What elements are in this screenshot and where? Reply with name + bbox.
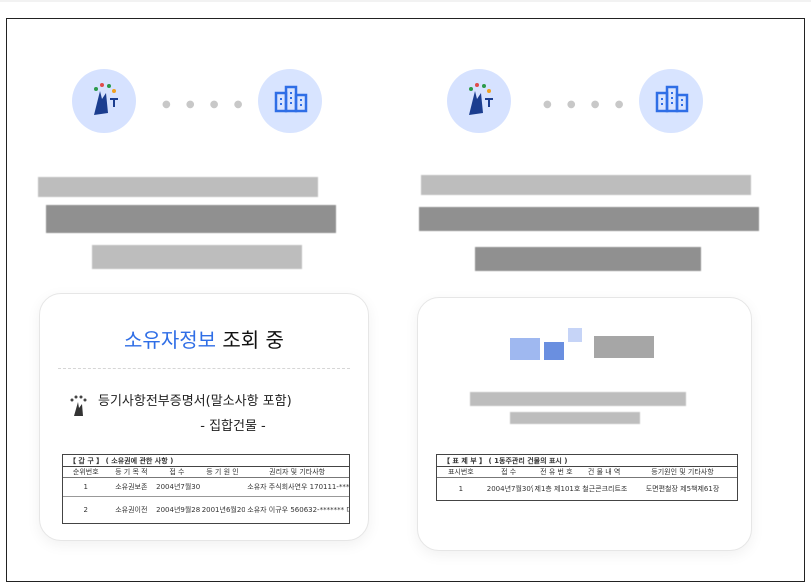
table-row: 1 2004년7월30일 제1층 제101호 철근콘크리트조 59.09㎡ 도면… [437, 478, 737, 500]
table-header: 【 갑 구 】 ( 소유권에 관한 사항 ) [63, 455, 349, 467]
blurred-title [568, 328, 582, 342]
court-emblem-icon [447, 69, 511, 133]
dashed-divider [58, 368, 350, 369]
main-frame: ● ● ● ● 소유자정보 조 [6, 18, 805, 582]
blurred-text [419, 207, 759, 231]
table-cell: 1 [83, 483, 89, 491]
table-cell: 2004년7월30일 제52664호 [156, 483, 200, 491]
table-columns: 표시번호 접 수 전 유 번 호 건 물 내 역 등기원인 및 기타사항 [437, 467, 737, 478]
blurred-text [470, 392, 686, 406]
document-heading: 등기사항전부증명서(말소사항 포함) - 집합건물 - [98, 390, 358, 434]
table-cell: 2004년7월30일 [486, 485, 533, 493]
table-cell: 소유권보존 [115, 483, 148, 491]
blurred-title [544, 342, 564, 360]
progress-dots: ● ● ● ● [162, 99, 249, 110]
table-row: 2 소유권이전 2004년9월28일 제62371호 2001년6월20일 매매… [63, 497, 349, 523]
top-divider [0, 0, 811, 2]
blurred-title [510, 338, 540, 360]
table-cell: 2001년6월20일 매매 [201, 506, 246, 514]
table-columns: 순위번호 등 기 목 적 접 수 등 기 원 인 권리자 및 기타사항 [63, 467, 349, 478]
table-cell: 2 [83, 506, 89, 514]
table-cell: 소유자 이규우 560632-******* 대구 주성구 효성동 동케해품그린… [247, 506, 349, 514]
left-panel: ● ● ● ● 소유자정보 조 [32, 19, 392, 583]
owner-lookup-card: 소유자정보 조회 중 등기사항전부증명서(말소사항 포함) - 집합건물 - 【… [39, 293, 369, 541]
blurred-text [46, 205, 336, 233]
table-cell: 제1층 제101호 [534, 485, 581, 493]
registry-table: 【 표 제 부 】 ( 1동주관리 건물의 표시 ) 표시번호 접 수 전 유 … [436, 454, 738, 501]
table-row: 1 소유권보존 2004년7월30일 제52664호 소유자 주식회사연우 17… [63, 478, 349, 497]
document-subtitle: - 집합건물 - [200, 419, 266, 434]
blurred-text [38, 177, 318, 197]
blurred-text [510, 412, 640, 424]
column-header: 건 물 내 역 [587, 468, 621, 476]
table-cell: 2004년9월28일 제62371호 [156, 506, 200, 514]
column-header: 등 기 목 적 [115, 468, 148, 476]
registry-table: 【 갑 구 】 ( 소유권에 관한 사항 ) 순위번호 등 기 목 적 접 수 … [62, 454, 350, 524]
property-lookup-card: 【 표 제 부 】 ( 1동주관리 건물의 표시 ) 표시번호 접 수 전 유 … [417, 297, 752, 551]
column-header: 표시번호 [447, 468, 474, 476]
document-title: 등기사항전부증명서(말소사항 포함) [98, 394, 292, 409]
building-icon [639, 69, 703, 133]
blurred-text [475, 247, 701, 271]
column-header: 접 수 [169, 468, 185, 476]
table-cell: 도면편철장 제5책제61장 [645, 485, 720, 493]
card-title: 소유자정보 조회 중 [40, 324, 368, 353]
column-header: 등기원인 및 기타사항 [651, 468, 714, 476]
column-header: 등 기 원 인 [206, 468, 239, 476]
column-header: 권리자 및 기타사항 [269, 468, 326, 476]
court-emblem-icon [72, 69, 136, 133]
card-title-accent: 소유자정보 [124, 328, 217, 352]
court-logo-icon [70, 395, 87, 416]
column-header: 접 수 [501, 468, 517, 476]
table-header: 【 표 제 부 】 ( 1동주관리 건물의 표시 ) [437, 455, 737, 467]
table-cell: 소유권이전 [115, 506, 148, 514]
table-cell: 1 [458, 485, 464, 493]
blurred-text [92, 245, 302, 269]
table-cell: 철근콘크리트조 59.09㎡ [582, 485, 628, 493]
right-panel: ● ● ● ● [411, 19, 771, 583]
building-icon [258, 69, 322, 133]
blurred-title [594, 336, 654, 358]
column-header: 전 유 번 호 [540, 468, 573, 476]
blurred-text [421, 175, 751, 195]
column-header: 순위번호 [72, 468, 99, 476]
card-title-rest: 조회 중 [222, 328, 284, 352]
table-cell: 소유자 주식회사연우 170111-******* 대구 주성구 주성동414 … [247, 483, 349, 491]
progress-dots: ● ● ● ● [543, 99, 630, 110]
